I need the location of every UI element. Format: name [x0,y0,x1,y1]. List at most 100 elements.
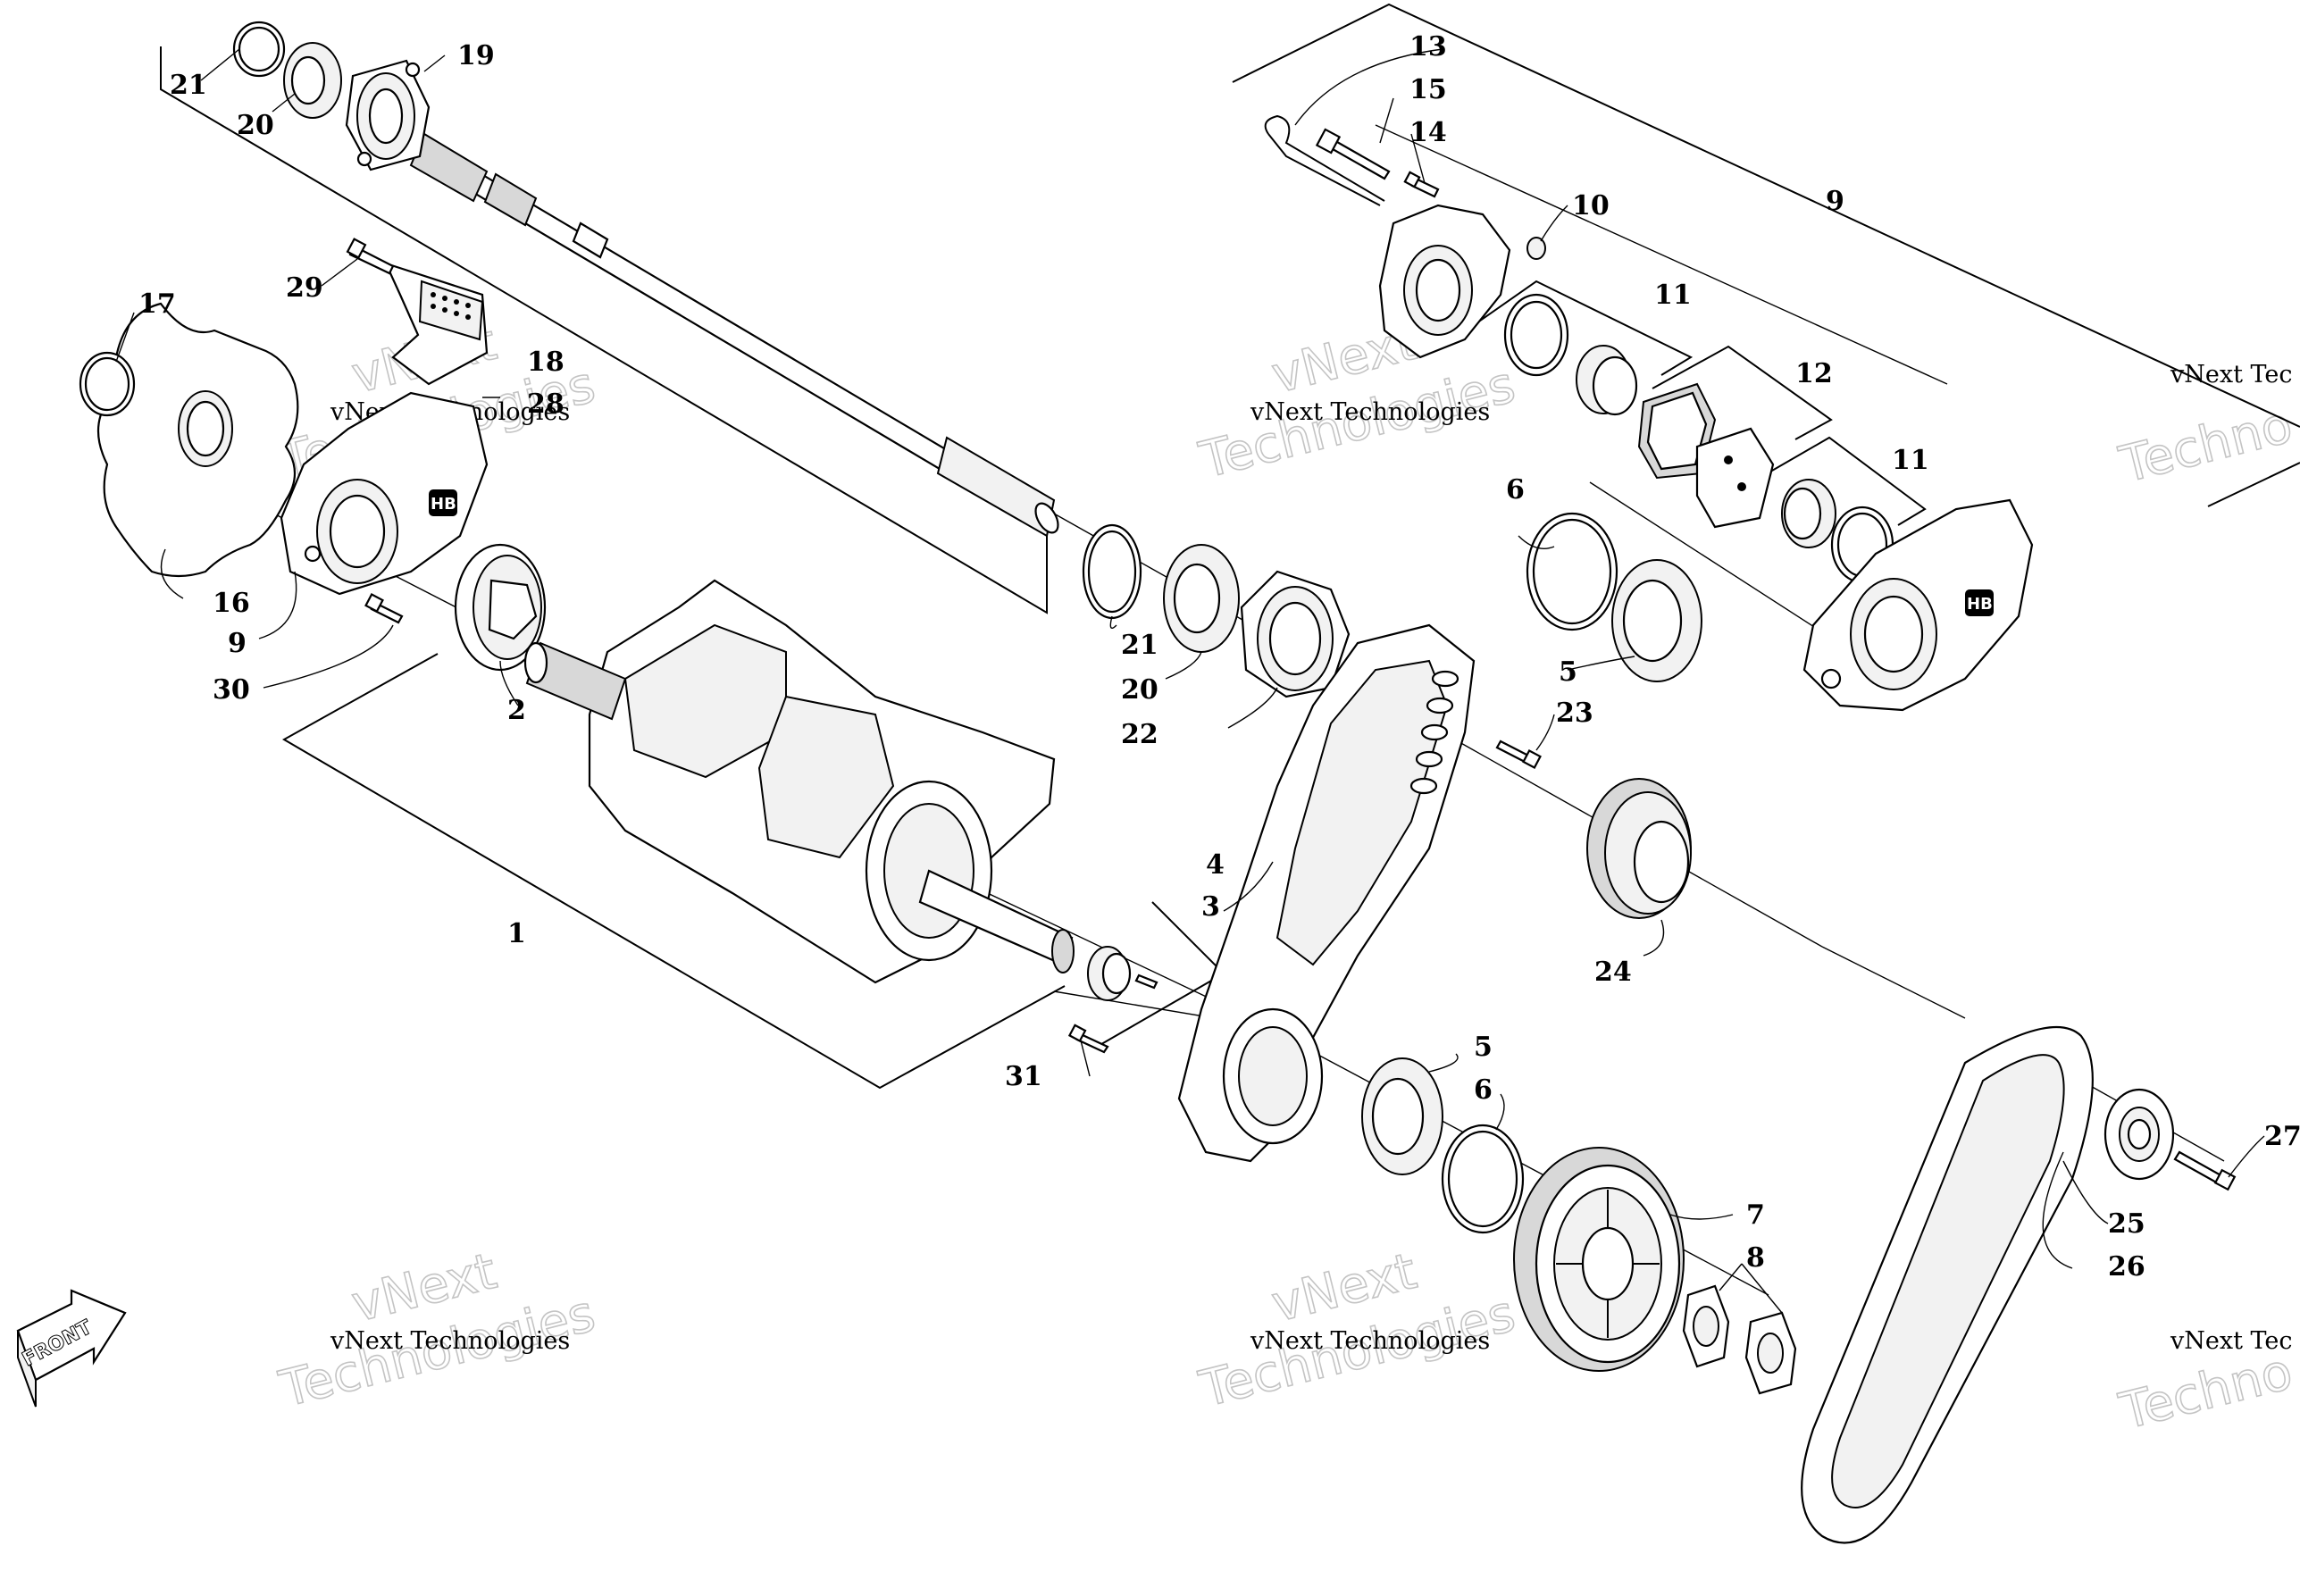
snap-ring-21-center [1082,523,1142,620]
callout-9-upper: 9 [1826,186,1844,217]
callout-28: 28 [527,389,565,420]
bracket-group-11-lower [1759,436,1927,526]
callout-5-lower: 5 [1474,1032,1493,1063]
jackshaft [409,132,1059,538]
callout-22: 22 [1121,719,1158,750]
svg-text:Techno: Techno [2114,396,2298,495]
callout-12: 12 [1795,358,1833,389]
piston-11-upper [1576,345,1638,416]
bracket-shaft-group [160,46,1048,614]
callout-18: 18 [527,347,565,378]
callout-10: 10 [1572,190,1610,221]
chaincase-ribs [1409,670,1459,795]
callout-15: 15 [1409,74,1447,105]
cotter-pin-13 [1264,114,1385,206]
caliper-half-upper [1378,204,1511,359]
seal-2 [454,543,547,672]
callout-2: 2 [507,695,526,726]
bolt-30 [364,593,404,624]
nut-8-b [1744,1311,1797,1395]
brake-pad-12-b [1695,427,1775,529]
callout-21-center: 21 [1121,630,1158,661]
bolt-29 [346,238,395,275]
bracket-group-11-upper [1455,280,1694,376]
sprocket-16 [97,302,299,578]
leader-lines [115,48,2265,1314]
svg-text:vNext Tec: vNext Tec [2170,361,2293,389]
bleeder-14 [1403,171,1440,198]
bearing-5-upper [1611,559,1702,682]
callout-4: 4 [1206,849,1225,881]
callout-13: 13 [1409,31,1447,63]
callout-1: 1 [507,918,526,949]
svg-text:Techno: Techno [2114,1342,2298,1441]
nut-8-a [1682,1284,1730,1368]
callout-20-center: 20 [1121,674,1158,706]
svg-text:HB: HB [1967,595,1993,614]
callout-11-upper: 11 [1654,280,1692,311]
bearing-20-top [283,42,342,119]
bolt-27 [2173,1150,2237,1191]
bracket-holes [431,292,471,320]
callout-23: 23 [1556,698,1593,729]
callout-29: 29 [286,272,323,304]
bolt-31 [1067,1024,1109,1054]
washer-25 [2103,1088,2175,1181]
coupler-3 [1087,946,1158,1001]
caliper-half-lower-9: HB [1802,498,2034,712]
svg-text:vNext Tec: vNext Tec [2170,1327,2293,1355]
seal-11-upper [1503,293,1569,377]
bracket-group-12 [1652,345,1833,440]
callout-21-top: 21 [170,70,207,101]
snap-ring-6-upper [1526,512,1618,631]
callout-30: 30 [213,674,250,706]
callout-3: 3 [1201,891,1220,923]
callout-8: 8 [1746,1242,1765,1274]
bearing-5-lower [1361,1057,1443,1175]
plug-10 [1526,237,1546,260]
callout-25: 25 [2108,1208,2145,1240]
bracket-caliper-group-9 [1232,3,2300,507]
pin-15 [1315,128,1391,180]
front-arrow: FRONT [16,1289,127,1408]
svg-text:vNext Technologies: vNext Technologies [1250,398,1490,426]
callout-5-upper: 5 [1559,656,1577,688]
snap-ring-6-lower [1441,1124,1525,1234]
callout-27: 27 [2264,1121,2300,1152]
callout-7: 7 [1746,1199,1765,1231]
caliper-bracket-left-9: HB [280,391,489,596]
callout-24: 24 [1594,957,1632,988]
callout-19: 19 [457,40,495,71]
snap-ring-17 [79,351,136,417]
callout-26: 26 [2108,1251,2145,1283]
watermark-top-center: vNext Technologies vNext Technologies [1193,313,1521,490]
gearcase-1 [523,579,1075,984]
callout-11-lower: 11 [1892,445,1929,476]
snap-ring-21-top [232,21,286,78]
svg-text:HB: HB [431,495,456,514]
svg-text:vNext Technologies: vNext Technologies [330,1327,570,1355]
bracket-gearcase-group-1 [281,653,1066,1090]
bearing-housing-22 [1240,570,1351,698]
bearing-20-center [1163,544,1240,653]
brake-pad-12-a [1637,382,1717,480]
gear-spokes [1556,1190,1660,1338]
callout-14: 14 [1409,117,1447,148]
watermark-bottom-left: vNext Technologies vNext Technologies [273,1241,601,1419]
sprocket-24 [1586,778,1692,919]
callouts: 1 2 3 4 5 5 6 6 7 8 9 9 10 11 11 12 13 1… [138,31,2300,1283]
callout-17: 17 [138,288,176,320]
callout-20-top: 20 [237,110,274,141]
chaincase-4 [1177,623,1476,1163]
bearing-flange-19 [345,59,431,171]
watermark-bottom-center: vNext Technologies vNext Technologies [1193,1241,1521,1419]
callout-6-upper: 6 [1506,474,1525,506]
gear-7 [1513,1147,1685,1372]
callout-16: 16 [213,588,250,619]
callout-9-left: 9 [228,628,247,659]
svg-text:vNext Technologies: vNext Technologies [1250,1327,1490,1355]
belt-26 [1801,1025,2094,1544]
callout-31: 31 [1005,1061,1042,1092]
watermark-top-right: vNext Tec Techno [2113,361,2299,496]
